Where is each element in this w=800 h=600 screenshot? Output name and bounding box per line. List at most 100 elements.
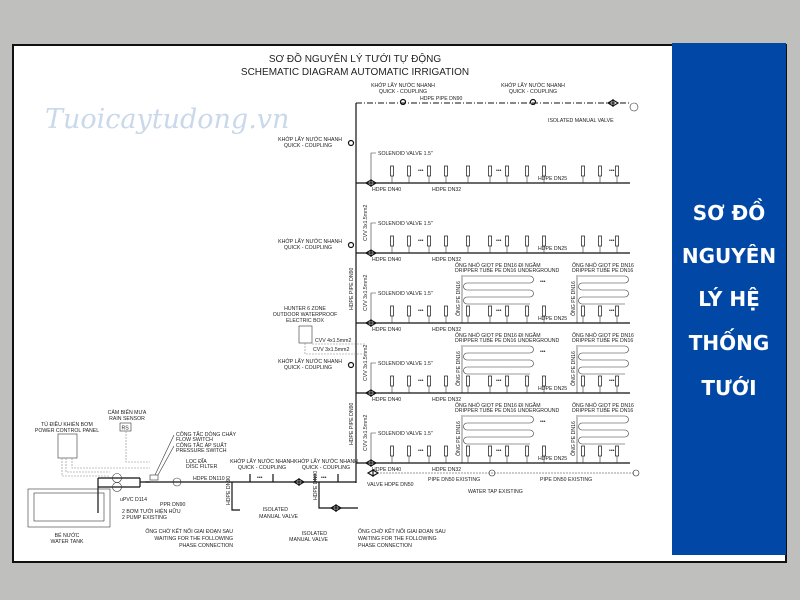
sprinkler-icon — [542, 445, 546, 457]
isolated-label-1: ISOLATED — [263, 507, 289, 513]
dripper-tube — [463, 415, 534, 445]
waiting-connection-2: ỐNG CHỜ KẾT NỐI GIAI ĐOẠN SAU WAITING FO… — [358, 528, 446, 549]
rain-sensor: CẢM BIẾN MƯA RAIN SENSOR RS — [108, 409, 150, 463]
dripper-label-vi: ỐNG NHỎ GIỌT PE DN16 — [572, 332, 634, 339]
dripper-tube — [463, 275, 534, 305]
svg-text:KHỚP LẤY NƯỚC NHANH: KHỚP LẤY NƯỚC NHANH — [230, 458, 294, 465]
sprinkler-icon — [525, 375, 529, 387]
water-tank: BỂ NƯỚC WATER TANK — [27, 488, 111, 545]
cable-label: CVV 3x1.5mm2 — [363, 205, 369, 241]
sprinkler-icon — [444, 305, 448, 317]
branch-2-label: HDPE DN90 — [313, 471, 319, 500]
isolated-valve-2 — [329, 503, 343, 513]
pe-label: ỐNG PE DN16 — [570, 351, 577, 386]
sprinkler-icon — [581, 375, 585, 387]
sprinkler-icon — [542, 375, 546, 387]
ellipsis: ••• — [496, 378, 502, 384]
quick-coupling-label-en: QUICK - COUPLING — [284, 365, 332, 371]
ellipsis: ••• — [321, 475, 327, 481]
sprinkler-icon — [598, 235, 602, 247]
svg-text:TỦ ĐIỀU KHIỂN BƠM: TỦ ĐIỀU KHIỂN BƠM — [41, 421, 93, 428]
isolated-label-2: ISOLATED — [302, 531, 328, 537]
dn32-label: HDPE DN32 — [432, 397, 461, 403]
sprinkler-icon — [427, 165, 431, 177]
ellipsis: ••• — [257, 475, 263, 481]
title-vi: SƠ ĐỒ NGUYÊN LÝ TƯỚI TỰ ĐỘNG — [269, 52, 441, 65]
svg-text:QUICK - COUPLING: QUICK - COUPLING — [379, 89, 427, 95]
dripper-label-en: DRIPPER TUBE PE DN16 UNDERGROUND — [455, 408, 560, 414]
quick-coupling-top-1: KHỚP LẤY NƯỚC NHANH QUICK - COUPLING — [371, 82, 435, 106]
isolated-valve-1 — [292, 477, 306, 487]
svg-text:PHASE CONNECTION: PHASE CONNECTION — [358, 543, 412, 549]
sprinkler-icon — [525, 445, 529, 457]
side-panel-title: SƠ ĐỒ NGUYÊN LÝ HỆ THỐNG TƯỚI — [682, 199, 776, 400]
ellipsis: ••• — [540, 349, 546, 355]
solenoid-valve-icon — [364, 388, 378, 398]
svg-text:LỌC ĐĨA: LỌC ĐĨA — [186, 458, 207, 465]
solenoid-leader — [370, 222, 376, 249]
dn40-label: HDPE DN40 — [372, 327, 401, 333]
ellipsis: ••• — [418, 168, 424, 174]
cvv3-label: CVV 3x1.5mm2 — [313, 347, 349, 353]
solenoid-label: SOLENOID VALVE 1.5" — [378, 431, 433, 437]
pump-icon — [112, 482, 122, 492]
sprinkler-icon — [488, 235, 492, 247]
sprinkler-icon — [390, 375, 394, 387]
dn25-label: HDPE DN25 — [538, 176, 567, 182]
pumps: 2 BƠM TƯỚI HIỆN HỮU 2 PUMP EXISTING — [97, 473, 181, 521]
svg-text:BỂ NƯỚC: BỂ NƯỚC — [55, 532, 80, 539]
sprinkler-icon — [581, 165, 585, 177]
solenoid-label: SOLENOID VALVE 1.5" — [378, 151, 433, 157]
dripper-label-en: DRIPPER TUBE PE DN16 — [572, 408, 633, 414]
sprinkler-icon — [542, 235, 546, 247]
cable-label: CVV 3x1.5mm2 — [363, 415, 369, 451]
svg-text:PHASE CONNECTION: PHASE CONNECTION — [179, 543, 233, 549]
ellipsis: ••• — [496, 448, 502, 454]
sprinkler-icon — [407, 305, 411, 317]
sprinkler-icon — [525, 235, 529, 247]
svg-text:ỐNG CHỜ KẾT NỐI GIAI ĐOẠN SAU: ỐNG CHỜ KẾT NỐI GIAI ĐOẠN SAU — [145, 528, 233, 535]
hunter-electric-box: HUNTER 6 ZONE OUTDOOR WATERPROOF ELECTRI… — [273, 306, 366, 355]
riser-label-1: HDPE PIPE DN90 — [349, 268, 355, 310]
svg-text:POWER CONTROL PANEL: POWER CONTROL PANEL — [35, 428, 99, 434]
svg-text:NGUYÊN: NGUYÊN — [682, 244, 776, 268]
dn32-label: HDPE DN32 — [432, 187, 461, 193]
ellipsis: ••• — [496, 238, 502, 244]
sprinkler-icon — [615, 165, 619, 177]
dripper-label-vi: ỐNG NHỎ GIỌT PE DN16 ĐI NGẦM — [455, 332, 541, 339]
solenoid-label: SOLENOID VALVE 1.5" — [378, 291, 433, 297]
power-control-panel: TỦ ĐIỀU KHIỂN BƠM POWER CONTROL PANEL — [35, 421, 150, 477]
svg-text:QUICK - COUPLING: QUICK - COUPLING — [302, 465, 350, 471]
cable-label: CVV 3x1.5mm2 — [363, 275, 369, 311]
svg-text:ELECTRIC BOX: ELECTRIC BOX — [286, 318, 325, 324]
quick-coupling-label-vi: KHỚP LẤY NƯỚC NHANH — [278, 238, 342, 245]
sprinkler-icon — [466, 305, 470, 317]
dripper-label-en: DRIPPER TUBE PE DN16 — [572, 268, 633, 274]
sprinkler-icon — [598, 305, 602, 317]
sprinkler-icon — [598, 165, 602, 177]
svg-text:PIPE DN50 EXISTING: PIPE DN50 EXISTING — [540, 477, 592, 483]
pe-label: ỐNG PE DN16 — [570, 421, 577, 456]
svg-text:KHỚP LẤY NƯỚC NHANH: KHỚP LẤY NƯỚC NHANH — [501, 82, 565, 89]
solenoid-leader — [370, 292, 376, 319]
cvv4-label: CVV 4x1.5mm2 — [315, 338, 351, 344]
sprinkler-icon — [581, 235, 585, 247]
sprinkler-icon — [615, 445, 619, 457]
ellipsis: ••• — [609, 448, 615, 454]
svg-text:FLOW SWITCH: FLOW SWITCH — [176, 437, 213, 443]
svg-text:CẢM BIẾN MƯA: CẢM BIẾN MƯA — [108, 409, 147, 416]
watermark: Tuoicaytudong.vn — [45, 104, 289, 135]
ellipsis: ••• — [609, 168, 615, 174]
sprinkler-icon — [488, 165, 492, 177]
cable-label: CVV 3x1.5mm2 — [363, 345, 369, 381]
svg-text:WATER TAP EXISTING: WATER TAP EXISTING — [468, 489, 523, 495]
sprinkler-icon — [444, 165, 448, 177]
quick-coupling-top-2: KHỚP LẤY NƯỚC NHANH QUICK - COUPLING — [501, 82, 565, 106]
